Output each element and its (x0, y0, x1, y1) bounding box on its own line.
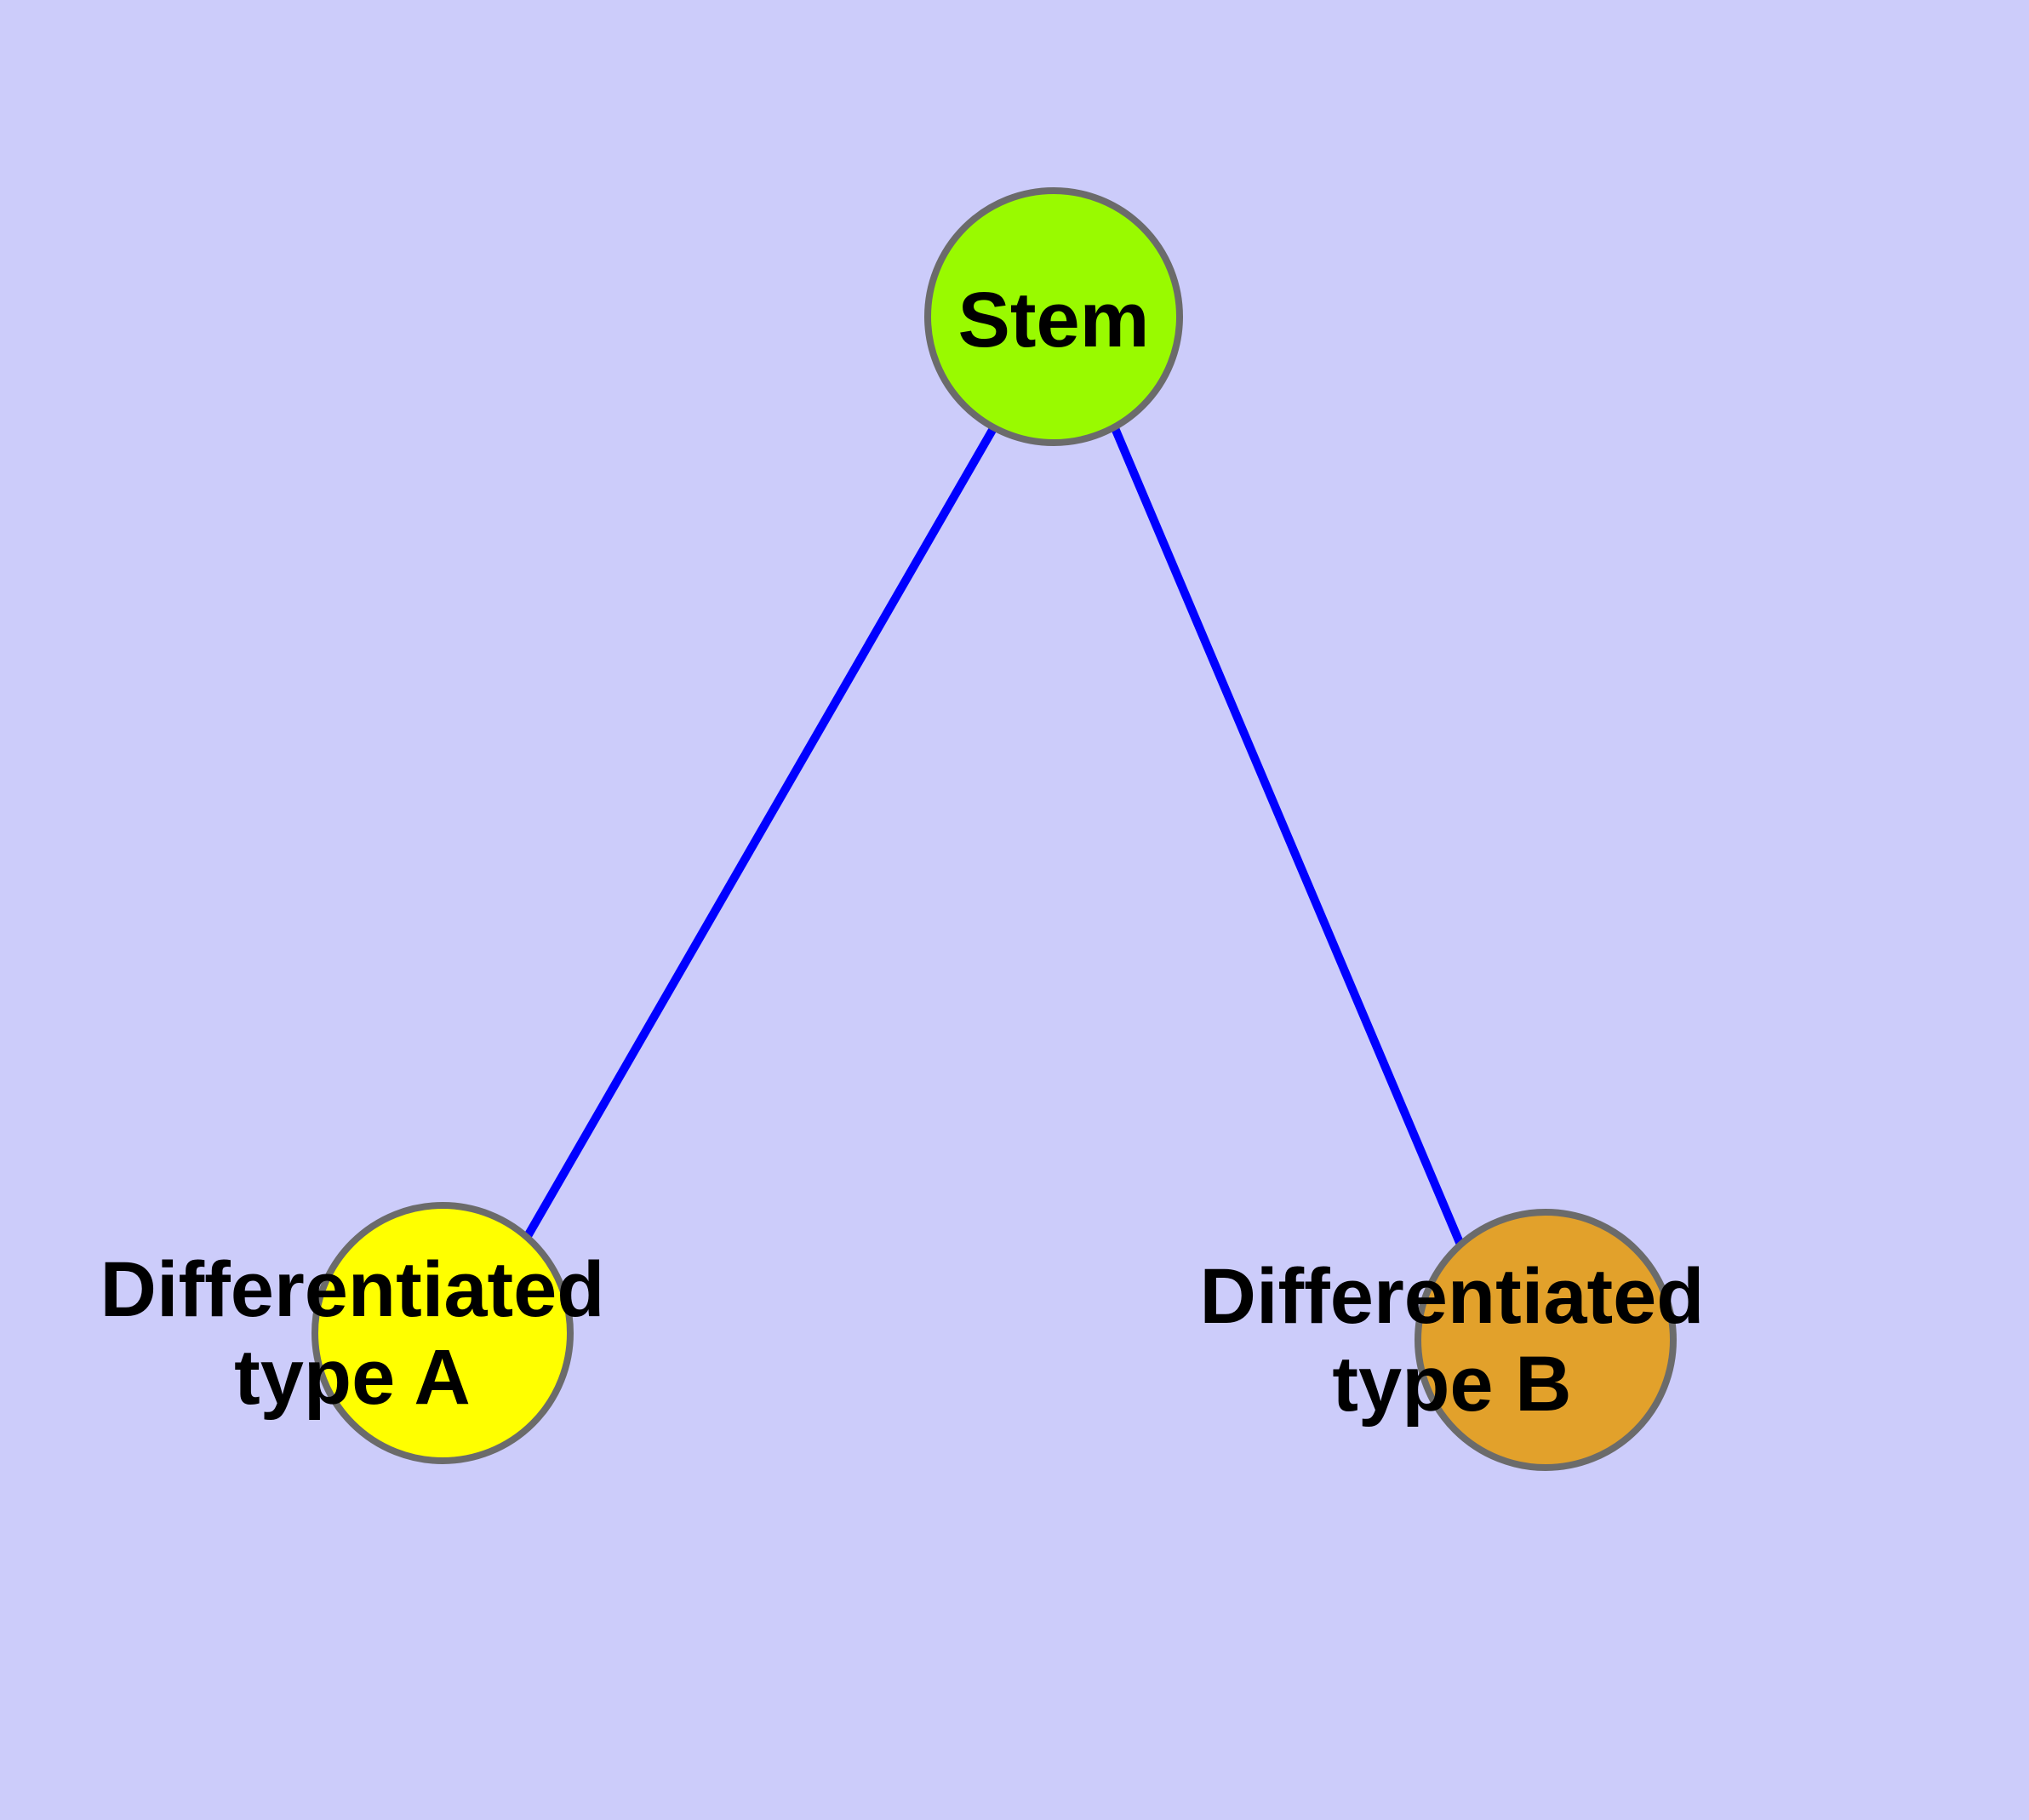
node-stem[interactable]: Stem (924, 187, 1183, 446)
node-layer: Stem Differentiated type A Differentiate… (100, 187, 1705, 1471)
node-differentiated-type-a-label-line-2: type A (234, 1334, 471, 1421)
node-stem-circle[interactable] (924, 187, 1183, 446)
edge-layer (523, 423, 1465, 1246)
node-differentiated-type-b-label-line-2: type B (1332, 1341, 1571, 1428)
node-differentiated-type-a-label-line-1: Differentiated (100, 1246, 605, 1333)
edge-stem-to-differentiated-type-a[interactable] (523, 423, 999, 1239)
node-differentiated-type-a[interactable]: Differentiated type A (100, 1202, 605, 1464)
node-differentiated-type-b[interactable]: Differentiated type B (1200, 1209, 1705, 1471)
node-differentiated-type-a-circle[interactable] (311, 1202, 574, 1464)
edge-stem-to-differentiated-type-b[interactable] (1111, 426, 1465, 1246)
node-stem-label-line-1: Stem (958, 277, 1150, 363)
node-differentiated-type-b-circle[interactable] (1415, 1209, 1677, 1471)
node-differentiated-type-b-label-line-1: Differentiated (1200, 1253, 1705, 1340)
